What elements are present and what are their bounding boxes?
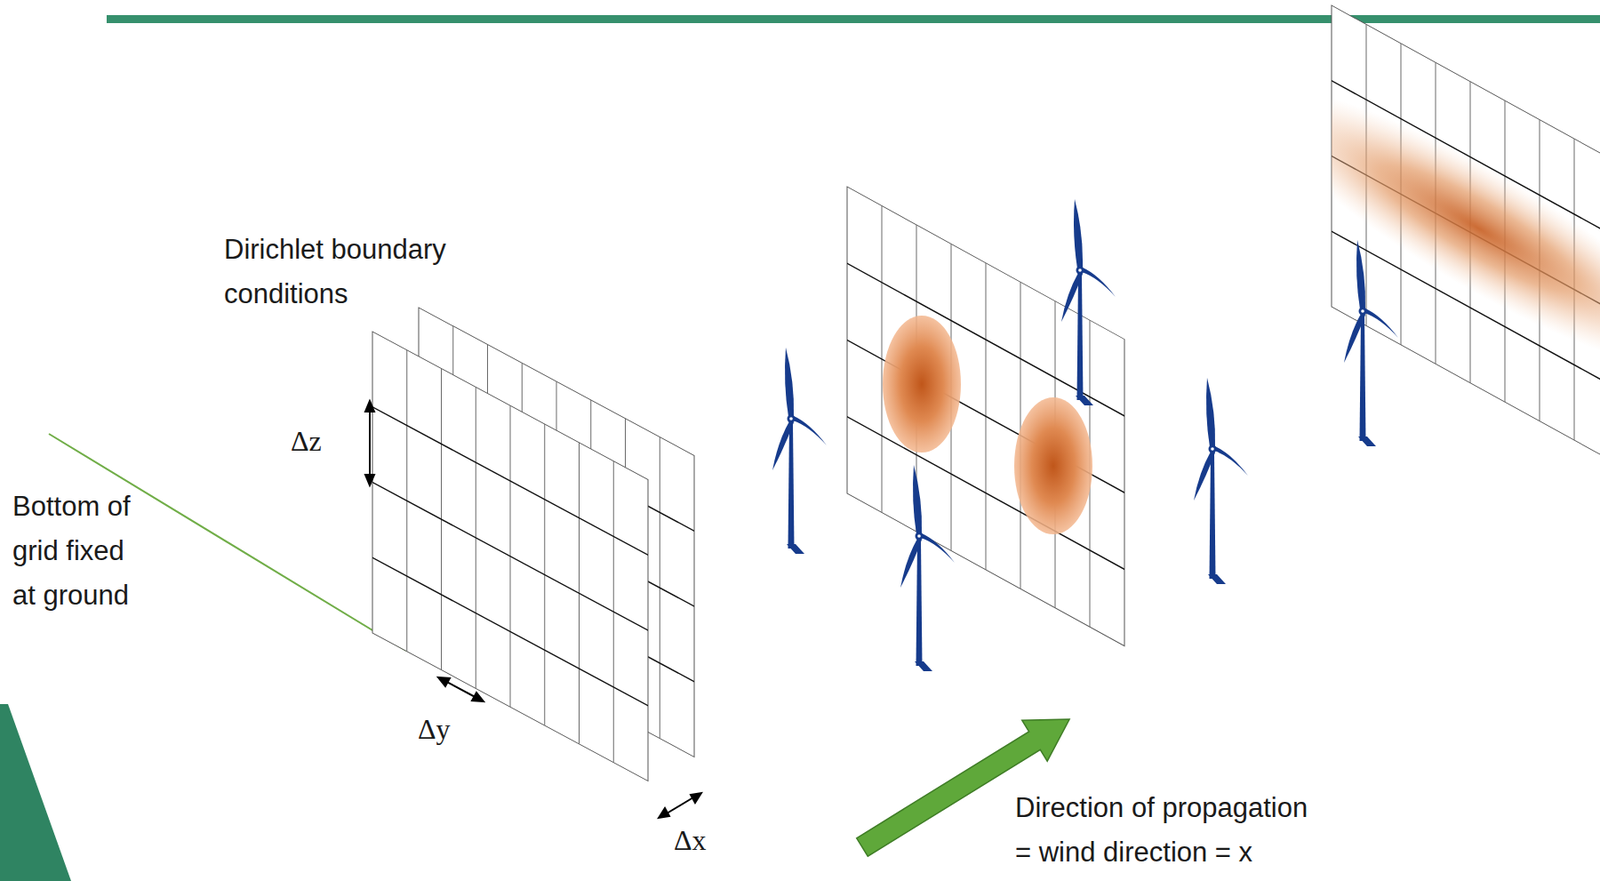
wind-turbine xyxy=(1193,377,1248,584)
dimension-label: Δy xyxy=(417,711,451,747)
grid-plane xyxy=(372,331,648,781)
grid-line xyxy=(372,557,648,705)
grid-plane xyxy=(847,186,1125,647)
wake-grid-right xyxy=(1256,0,1600,512)
dimension-label-box: Δy xyxy=(417,711,451,747)
wind-turbine xyxy=(1344,240,1399,447)
wind-turbine xyxy=(772,347,827,554)
dimension-label: Δx xyxy=(673,822,707,858)
wake-spot xyxy=(1014,397,1093,535)
grid-line xyxy=(372,482,648,631)
wake-spot xyxy=(882,315,961,453)
dimension-label-box: Δz xyxy=(290,423,322,459)
ground-note-box: Bottom of grid fixed at ground xyxy=(12,484,133,618)
dz-arrow xyxy=(368,404,371,482)
dimension-label-box: Δx xyxy=(673,822,707,858)
dimension-label: Δz xyxy=(290,423,322,459)
boundary-note-box: Dirichlet boundary conditions xyxy=(224,227,448,317)
inlet-grid-front xyxy=(372,331,648,781)
arrow-head xyxy=(690,792,702,803)
arrow-head xyxy=(438,677,450,687)
merged-wake xyxy=(1331,39,1600,417)
arrow-head xyxy=(365,474,375,486)
propagation-note: Direction of propagation = wind directio… xyxy=(1015,785,1311,875)
wind-turbine xyxy=(900,464,955,672)
grid-line xyxy=(372,407,648,555)
boundary-note: Dirichlet boundary conditions xyxy=(224,227,448,317)
propagation-note-box: Direction of propagation = wind directio… xyxy=(1015,785,1311,875)
header-bar xyxy=(106,15,1600,24)
ground-note: Bottom of grid fixed at ground xyxy=(12,484,133,618)
dimension-arrows xyxy=(365,400,702,818)
wind-turbine xyxy=(1061,199,1116,406)
wake-grid-middle xyxy=(847,186,1125,647)
arrow-head xyxy=(658,808,670,818)
arrow-head xyxy=(472,692,484,702)
arrow-head xyxy=(365,400,375,412)
corner-triangle xyxy=(0,704,72,881)
